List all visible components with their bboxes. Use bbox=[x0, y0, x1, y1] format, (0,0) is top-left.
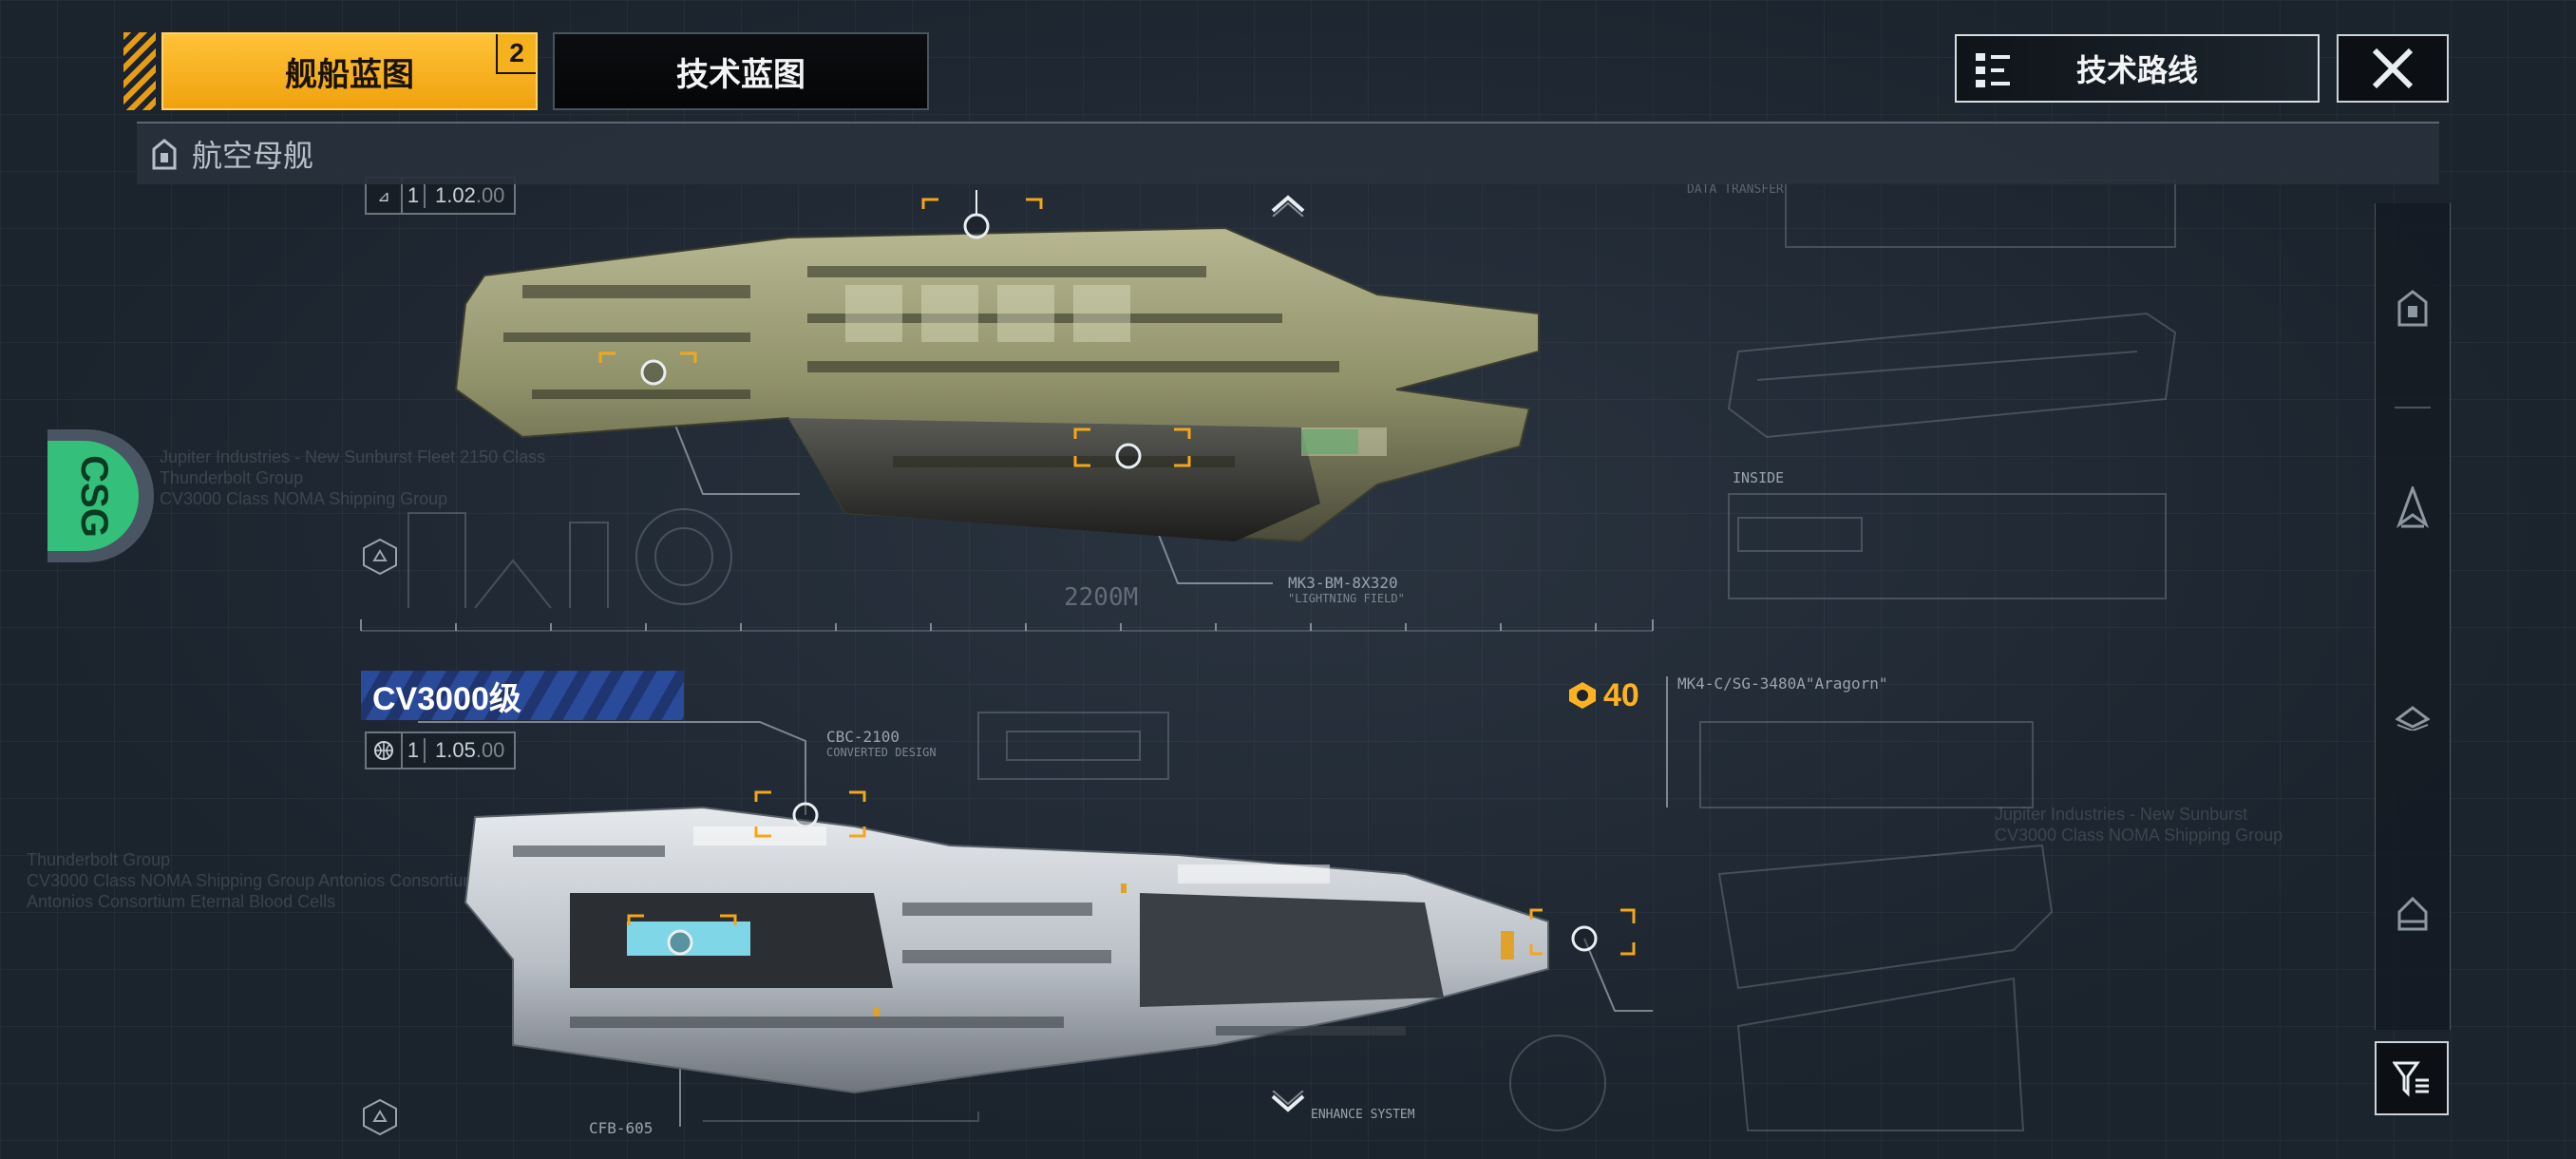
background-line: Jupiter Industries - New Sunburst bbox=[1995, 805, 2248, 824]
fleet-badge[interactable]: CSG bbox=[47, 429, 154, 562]
sidebar-item-frigate[interactable] bbox=[2394, 697, 2432, 735]
ship2-name: CV3000级 bbox=[372, 680, 521, 717]
background-caption-1: Jupiter Industries - New Sunburst Fleet … bbox=[160, 446, 545, 509]
background-line: CV3000 Class NOMA Shipping Group bbox=[160, 489, 448, 508]
background-line: Thunderbolt Group bbox=[27, 850, 171, 869]
tab-badge-count: 2 bbox=[496, 34, 536, 74]
callout-main: MK3-BM-8X320 bbox=[1288, 574, 1398, 592]
callout-main: CBC-2100 bbox=[826, 728, 900, 746]
tab-label: 舰船蓝图 bbox=[285, 56, 414, 93]
version-value: 1.02.00 bbox=[426, 183, 514, 208]
callout-sub: CONVERTED DESIGN bbox=[826, 746, 937, 759]
background-caption-2: Thunderbolt Group CV3000 Class NOMA Ship… bbox=[27, 849, 477, 912]
ship2-callout-right: MK4-C/SG-3480A"Aragorn" bbox=[1677, 674, 1888, 693]
tech-route-button[interactable]: 技术路线 bbox=[1955, 34, 2320, 103]
ship-image-1[interactable] bbox=[446, 200, 1548, 598]
hexagon-marker-icon bbox=[363, 538, 397, 576]
sidebar-item-carrier[interactable] bbox=[2394, 289, 2432, 327]
version-value: 1.05.00 bbox=[426, 738, 514, 763]
version-icon: ⊿ bbox=[367, 179, 403, 213]
tab-decor-stripe bbox=[123, 32, 156, 110]
carrier-class-icon bbox=[152, 139, 177, 170]
version-suffix: .00 bbox=[475, 738, 505, 762]
version-level: 1 bbox=[403, 738, 426, 763]
scroll-down-chevron-icon[interactable] bbox=[1269, 1091, 1307, 1117]
ship-class-sidebar bbox=[2375, 203, 2451, 1030]
cost-value: 40 bbox=[1603, 676, 1639, 713]
frigate-class-icon bbox=[2396, 706, 2430, 731]
tab-ship-blueprint[interactable]: 舰船蓝图 2 bbox=[161, 32, 538, 110]
background-line: Thunderbolt Group bbox=[160, 468, 304, 487]
ship1-distance: 2200M bbox=[1064, 583, 1139, 612]
close-x-icon bbox=[2372, 48, 2414, 89]
close-button[interactable] bbox=[2337, 34, 2449, 103]
inside-label: INSIDE bbox=[1733, 469, 1785, 486]
category-label: 航空母舰 bbox=[192, 139, 314, 173]
callout-sub: "LIGHTNING FIELD" bbox=[1288, 592, 1405, 605]
fleet-badge-text: CSG bbox=[72, 454, 115, 538]
version-suffix: .00 bbox=[475, 183, 505, 207]
background-line: CV3000 Class NOMA Shipping Group bbox=[1995, 826, 2283, 845]
filter-button[interactable] bbox=[2375, 1041, 2449, 1115]
tab-tech-blueprint[interactable]: 技术蓝图 bbox=[553, 32, 929, 110]
version-main: 1.02 bbox=[435, 183, 476, 207]
ship2-hotspots bbox=[627, 790, 1636, 956]
destroyer-class-icon bbox=[2396, 486, 2430, 528]
ship2-callout-bottom: CFB-605 bbox=[589, 1119, 653, 1137]
ship2-callout-bottom2: ENHANCE SYSTEM bbox=[1311, 1108, 1415, 1122]
globe-icon bbox=[367, 733, 403, 768]
version-main: 1.05 bbox=[435, 738, 476, 762]
ship2-name-banner: CV3000级 bbox=[361, 671, 684, 720]
category-bar: 航空母舰 bbox=[137, 122, 2439, 184]
filter-icon bbox=[2393, 1061, 2429, 1097]
fleet-badge-inner: CSG bbox=[47, 441, 139, 551]
ship2-version-box: 1 1.05.00 bbox=[365, 732, 517, 770]
cost-emblem-icon bbox=[1569, 682, 1596, 709]
scroll-up-chevron-icon[interactable] bbox=[1269, 190, 1307, 217]
ship-image-2[interactable] bbox=[456, 788, 1558, 1102]
ship1-hotspots bbox=[921, 190, 1191, 469]
background-line: CV3000 Class NOMA Shipping Group Antonio… bbox=[27, 871, 478, 890]
ship2-callout-top: CBC-2100 CONVERTED DESIGN bbox=[826, 728, 937, 759]
sidebar-item-destroyer[interactable] bbox=[2394, 486, 2432, 528]
background-caption-3b: Jupiter Industries - New Sunburst CV3000… bbox=[1995, 804, 2282, 846]
background-line: Jupiter Industries - New Sunburst Fleet … bbox=[160, 447, 546, 466]
ship2-cost: 40 bbox=[1567, 674, 1639, 716]
background-line: Antonios Consortium Eternal Blood Cells bbox=[27, 892, 336, 911]
sidebar-item-cruiser[interactable] bbox=[2394, 895, 2432, 933]
carrier-class-icon bbox=[2397, 290, 2428, 327]
ship1-hotspot-left bbox=[598, 352, 697, 386]
tech-tree-icon bbox=[1976, 53, 2010, 87]
hexagon-marker-icon bbox=[363, 1098, 397, 1136]
tab-label: 技术蓝图 bbox=[676, 56, 805, 93]
tech-route-label: 技术路线 bbox=[2075, 53, 2198, 87]
version-level: 1 bbox=[403, 183, 426, 208]
ship1-callout: MK3-BM-8X320 "LIGHTNING FIELD" bbox=[1288, 574, 1405, 605]
data-transfer-label: DATA TRANSFER bbox=[1687, 182, 1784, 197]
sidebar-divider bbox=[2395, 407, 2431, 408]
cruiser-class-icon bbox=[2397, 896, 2428, 931]
